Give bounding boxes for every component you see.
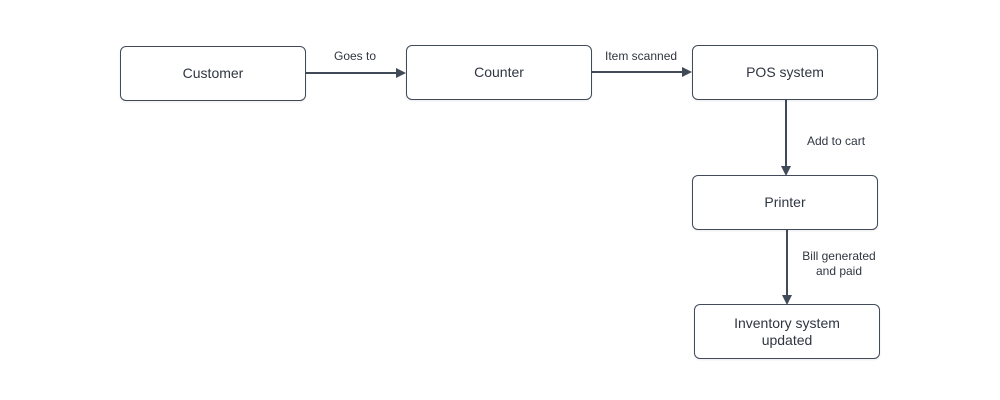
edge-label-bill-generated-line2: and paid: [815, 264, 863, 278]
edge-label-goes-to: Goes to: [334, 49, 377, 63]
node-customer-label: Customer: [182, 65, 244, 81]
node-counter-label: Counter: [474, 64, 524, 80]
edge-label-item-scanned: Item scanned: [605, 49, 678, 63]
edge-label-bill-generated: Bill generated and paid: [796, 249, 882, 279]
node-printer: Printer: [692, 175, 878, 230]
node-inventory-label-line2: updated: [761, 331, 813, 348]
node-pos-system: POS system: [692, 45, 878, 100]
node-counter: Counter: [406, 45, 592, 100]
edge-label-bill-generated-line1: Bill generated: [802, 249, 876, 263]
node-inventory-label-line1: Inventory system: [734, 314, 840, 331]
node-customer: Customer: [120, 46, 306, 101]
node-printer-label: Printer: [764, 194, 806, 210]
edge-label-add-to-cart: Add to cart: [807, 134, 866, 148]
node-pos-system-label: POS system: [746, 64, 824, 80]
node-inventory: Inventory system updated: [694, 304, 880, 359]
